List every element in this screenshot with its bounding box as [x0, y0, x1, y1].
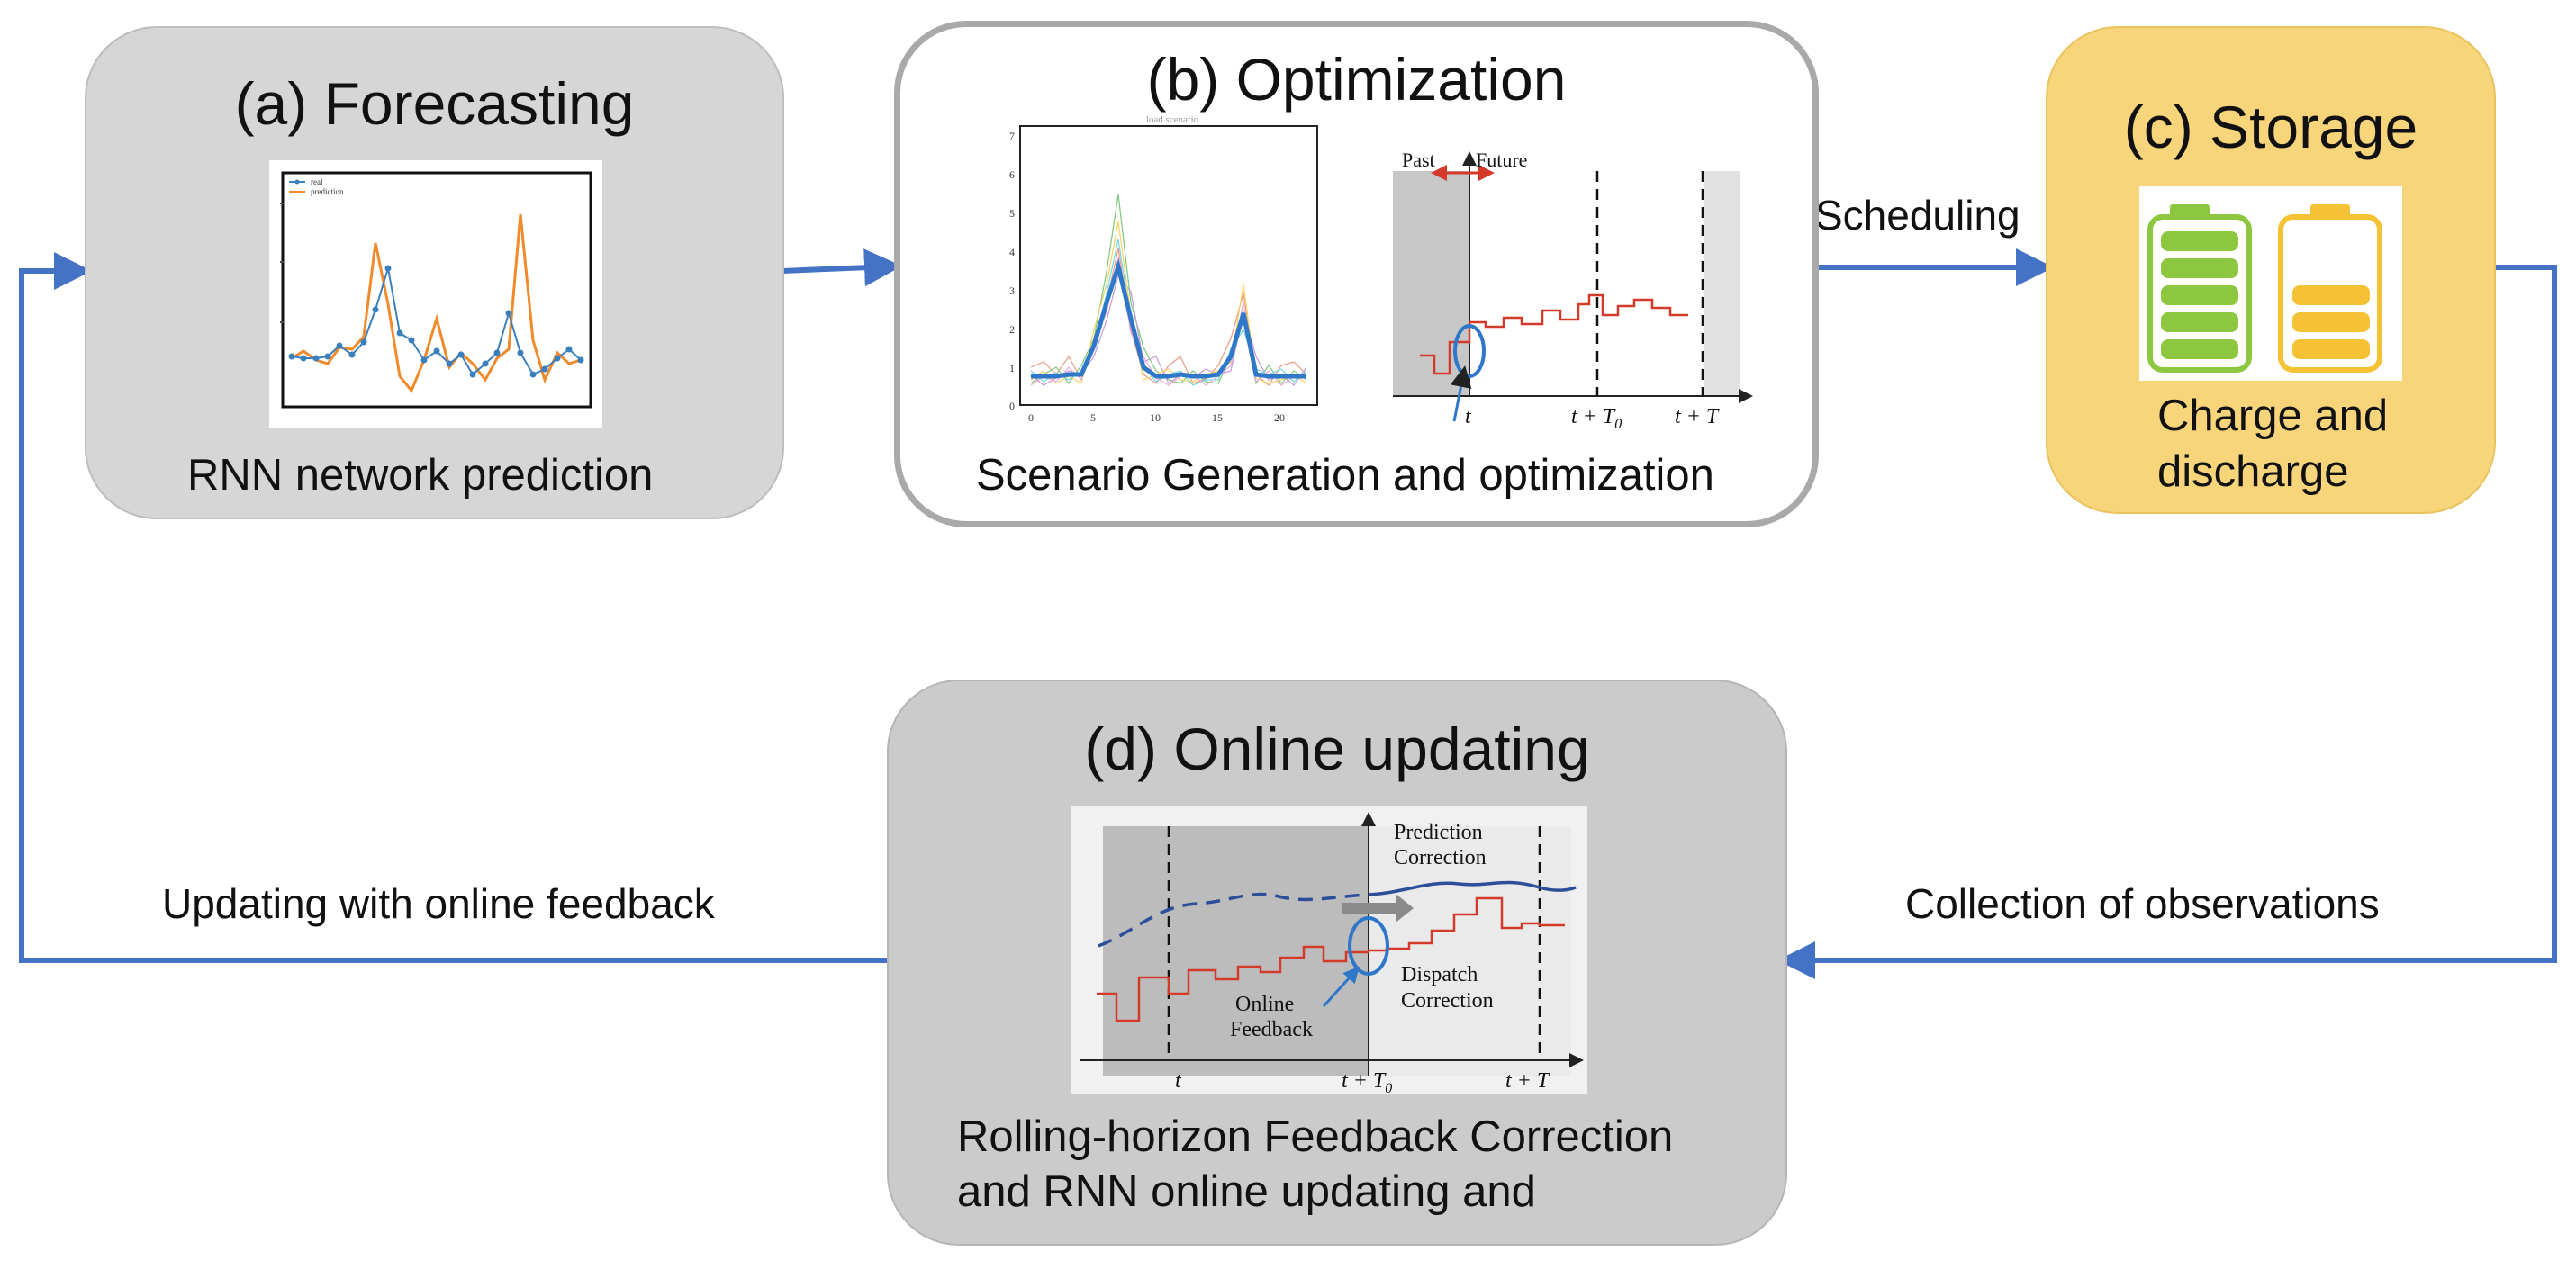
forecasting-title: (a) Forecasting [234, 70, 635, 137]
scenario-ytick: 3 [1009, 284, 1015, 297]
arrow-storage-to-online-updating [1777, 265, 2557, 979]
scenario-xtick: 15 [1212, 411, 1223, 424]
optimization-panel: (b) Optimization load scenario 0 1 2 3 4… [894, 21, 1819, 527]
prediction-dashed-curve [1098, 892, 1369, 948]
label-prediction-correction-1: Prediction [1394, 821, 1483, 844]
online-updating-title: (d) Online updating [1084, 716, 1590, 782]
arrow-forecast-to-optimization [782, 248, 902, 287]
battery-image [2139, 186, 2402, 381]
dispatch-steps-d [1097, 896, 1565, 1022]
prediction-solid-curve [1368, 880, 1577, 896]
scenario-mean-line [1031, 257, 1306, 379]
rolling-horizon-timeline: Prediction Correction Dispatch Correctio… [1071, 806, 1587, 1096]
optimization-title: (b) Optimization [1146, 46, 1567, 113]
link-label-scheduling: Scheduling [1815, 192, 2020, 239]
label-dispatch-correction-2: Correction [1401, 989, 1494, 1013]
scenario-chart-title: load scenario [1146, 114, 1199, 125]
forecasting-panel: (a) Forecasting real prediction [85, 26, 784, 519]
label-future: Future [1476, 149, 1527, 171]
forecast-legend: real prediction [289, 177, 344, 196]
scenario-ytick: 0 [1009, 400, 1015, 412]
scenario-ytick: 1 [1009, 362, 1015, 374]
link-label-collection: Collection of observations [1905, 880, 2380, 927]
scenario-ytick: 6 [1009, 168, 1015, 181]
online-feedback-circle [1348, 916, 1389, 976]
tick-t-plus-T-d: t + T [1505, 1069, 1550, 1093]
label-online-feedback-1: Online [1235, 993, 1294, 1016]
scenario-chart: load scenario 0 1 2 3 4 5 6 7 0 5 10 15 … [979, 113, 1330, 451]
online-updating-panel: (d) Online updating Prediction Correctio… [887, 680, 1787, 1246]
dispatch-steps [1420, 293, 1688, 375]
label-prediction-correction-2: Correction [1394, 846, 1487, 869]
online-updating-caption-line1: Rolling-horizon Feedback Correction [957, 1112, 1674, 1161]
tick-t-d: t [1175, 1069, 1182, 1093]
tick-t-plus-t0-d: t + T0 [1342, 1069, 1392, 1094]
tick-t-plus-t0: t + T0 [1571, 405, 1622, 432]
scenario-xtick: 10 [1150, 411, 1161, 424]
optimization-caption: Scenario Generation and optimization [976, 451, 1714, 500]
online-updating-caption-line2: and RNN online updating and [957, 1167, 1536, 1216]
dispatch-timeline: Past Future t t + T0 t + T [1382, 135, 1760, 450]
label-dispatch-correction-1: Dispatch [1401, 963, 1478, 986]
tick-t: t [1465, 405, 1472, 428]
arrow-online-updating-to-forecast [19, 252, 887, 963]
scenario-ytick: 7 [1009, 130, 1015, 142]
scenario-xtick: 0 [1028, 411, 1034, 424]
scenario-xtick: 20 [1274, 411, 1285, 424]
storage-caption-line2: discharge [2157, 447, 2349, 496]
storage-caption-line1: Charge and [2157, 392, 2389, 440]
legend-real: real [311, 177, 323, 186]
label-online-feedback-2: Feedback [1230, 1018, 1313, 1041]
storage-title: (c) Storage [2123, 94, 2418, 160]
battery-green-icon [2147, 204, 2252, 373]
tick-t-plus-T: t + T [1675, 405, 1720, 428]
correction-arrow [1342, 894, 1414, 923]
scenario-xtick: 5 [1090, 411, 1096, 424]
forecast-chart: real prediction [269, 160, 602, 428]
scenario-ytick: 5 [1009, 207, 1015, 220]
battery-yellow-icon [2278, 204, 2382, 373]
scenario-ytick: 4 [1009, 246, 1015, 258]
storage-panel: (c) Storage Charge and discharge [2046, 26, 2496, 514]
link-label-feedback: Updating with online feedback [162, 880, 715, 927]
scenario-ytick: 2 [1009, 323, 1015, 336]
legend-prediction: prediction [311, 187, 344, 196]
label-past: Past [1402, 149, 1435, 171]
forecasting-caption: RNN network prediction [187, 451, 654, 500]
